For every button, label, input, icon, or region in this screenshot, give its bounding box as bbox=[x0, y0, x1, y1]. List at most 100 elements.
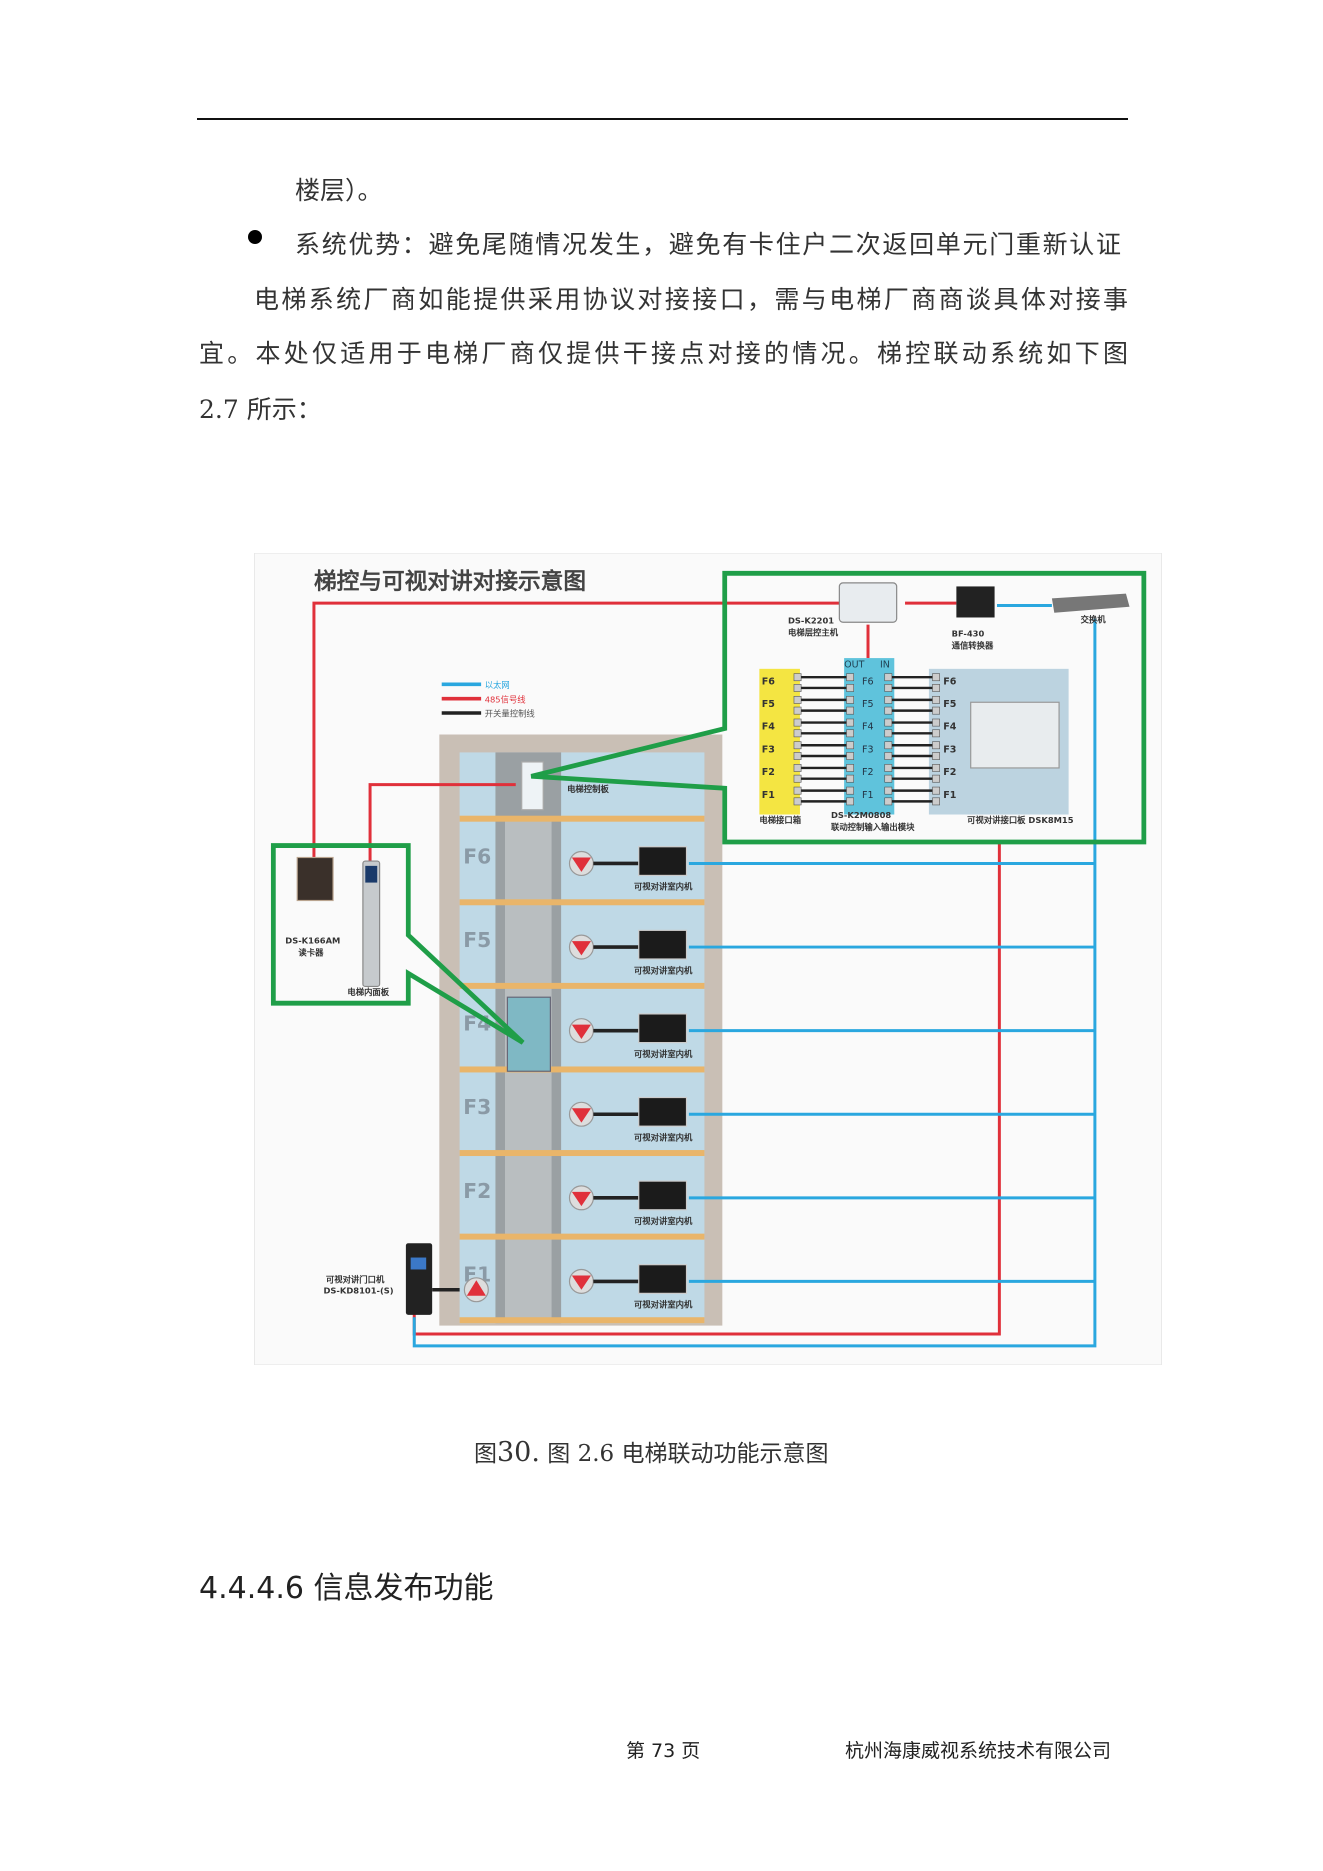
network-switch bbox=[1051, 593, 1130, 613]
car-equipment-group bbox=[270, 843, 525, 1045]
box-floor-label: F4 bbox=[762, 722, 776, 733]
indoor-unit-label: 可视对讲室内机 bbox=[634, 965, 693, 975]
terminal bbox=[932, 684, 940, 692]
body-line-5: 2.7 所示： bbox=[199, 395, 322, 424]
floor-slab bbox=[459, 1150, 705, 1157]
caption-number: 30. bbox=[497, 1437, 540, 1468]
board-floor-label: F4 bbox=[943, 722, 957, 733]
terminal bbox=[932, 695, 940, 704]
terminal bbox=[932, 729, 940, 738]
board-floor-label: F6 bbox=[943, 676, 957, 687]
board-floor-label: F2 bbox=[943, 767, 956, 778]
k2201-device bbox=[838, 582, 898, 623]
terminal bbox=[793, 684, 802, 692]
figure-caption: 图30. 图 2.6 电梯联动功能示意图 bbox=[474, 1434, 828, 1468]
terminal bbox=[793, 673, 802, 682]
card-reader-name: 读卡器 bbox=[298, 947, 324, 957]
terminal bbox=[884, 741, 893, 750]
elevator-interface-box bbox=[759, 668, 800, 815]
down-arrow-icon bbox=[571, 1108, 591, 1123]
indoor-unit bbox=[638, 929, 688, 960]
terminal bbox=[846, 774, 854, 783]
k2201-name: 电梯层控主机 bbox=[788, 627, 839, 637]
body-line-4: 宜。本处仅适用于电梯厂商仅提供干接点对接的情况。梯控联动系统如下图 bbox=[199, 339, 1128, 368]
page-number: 第 73 页 bbox=[626, 1740, 701, 1762]
terminal bbox=[846, 797, 854, 806]
terminal bbox=[884, 752, 893, 760]
interface-board-photo bbox=[970, 701, 1060, 769]
down-arrow-icon bbox=[571, 1024, 591, 1040]
module-in-label: IN bbox=[880, 660, 890, 671]
inner-panel-label: 电梯内面板 bbox=[347, 987, 389, 997]
indoor-unit-label: 可视对讲室内机 bbox=[634, 1300, 693, 1310]
board-floor-label: F3 bbox=[943, 744, 956, 755]
door-station bbox=[405, 1243, 433, 1315]
elevator-inner-panel bbox=[362, 860, 381, 988]
terminal bbox=[846, 786, 854, 795]
indoor-unit bbox=[638, 846, 688, 877]
control-room-group bbox=[530, 570, 1147, 845]
module-floor-label: F5 bbox=[862, 699, 874, 710]
terminal bbox=[932, 741, 940, 750]
terminal bbox=[793, 786, 802, 795]
indoor-unit-label: 可视对讲室内机 bbox=[634, 1133, 693, 1143]
section-heading: 4.4.4.6 信息发布功能 bbox=[199, 1571, 494, 1606]
body-line-3: 电梯系统厂商如能提供采用协议对接接口，需与电梯厂商商谈具体对接事 bbox=[254, 285, 1128, 314]
terminal bbox=[846, 673, 854, 682]
terminal bbox=[846, 729, 854, 738]
bf430-name: 通信转换器 bbox=[952, 641, 994, 651]
interface-board-label: 可视对讲接口板 DSK8M15 bbox=[967, 815, 1074, 825]
box-floor-label: F5 bbox=[762, 699, 775, 710]
terminal bbox=[846, 718, 854, 727]
body-line-1: 楼层）。 bbox=[295, 176, 383, 205]
floor-slab bbox=[459, 1066, 705, 1073]
terminal bbox=[932, 673, 940, 682]
elevator-box-label: 电梯接口箱 bbox=[759, 815, 801, 825]
floor-slab bbox=[459, 982, 705, 989]
bullet-icon bbox=[248, 230, 262, 244]
indoor-unit-label: 可视对讲室内机 bbox=[634, 882, 693, 892]
terminal bbox=[884, 786, 893, 795]
diagram-title: 梯控与可视对讲对接示意图 bbox=[314, 568, 586, 595]
box-floor-label: F3 bbox=[762, 744, 775, 755]
terminal bbox=[793, 729, 802, 738]
legend-rs485: 485信号线 bbox=[485, 694, 527, 704]
caption-text: 电梯联动功能示意图 bbox=[621, 1441, 829, 1467]
board-floor-label: F1 bbox=[943, 790, 956, 801]
terminal bbox=[884, 797, 893, 806]
k2201-model: DS-K2201 bbox=[788, 615, 834, 625]
terminal bbox=[846, 752, 854, 760]
terminal bbox=[793, 774, 802, 783]
floor-label: F6 bbox=[463, 844, 491, 868]
terminal bbox=[932, 786, 940, 795]
floor-label: F2 bbox=[463, 1179, 491, 1203]
box-floor-label: F1 bbox=[762, 790, 775, 801]
caption-prefix: 图 bbox=[474, 1441, 497, 1467]
terminal bbox=[793, 718, 802, 727]
box-floor-label: F6 bbox=[762, 676, 776, 687]
terminal bbox=[884, 695, 893, 704]
terminal bbox=[884, 673, 893, 682]
terminal bbox=[932, 718, 940, 727]
terminal bbox=[884, 684, 893, 692]
legend-switch-line: 开关量控制线 bbox=[485, 709, 536, 719]
bf430-device bbox=[956, 586, 995, 618]
terminal bbox=[793, 695, 802, 704]
floor-slab bbox=[459, 815, 705, 822]
bf430-model: BF-430 bbox=[952, 629, 985, 639]
indoor-unit bbox=[638, 1264, 688, 1294]
terminal bbox=[846, 741, 854, 750]
floor-label: F5 bbox=[463, 928, 491, 952]
module-floor-label: F1 bbox=[862, 790, 874, 801]
box-floor-label: F2 bbox=[762, 767, 775, 778]
floor-slab bbox=[459, 1233, 705, 1240]
terminal bbox=[793, 741, 802, 750]
terminal bbox=[932, 764, 940, 772]
control-board-label: 电梯控制板 bbox=[567, 784, 609, 794]
indoor-unit bbox=[638, 1180, 688, 1211]
legend: 以太网 485信号线 开关量控制线 bbox=[441, 680, 536, 719]
module-model: DS-K2M0808 bbox=[831, 810, 891, 820]
terminal bbox=[932, 752, 940, 760]
terminal bbox=[884, 774, 893, 783]
down-arrow-icon bbox=[571, 857, 591, 872]
